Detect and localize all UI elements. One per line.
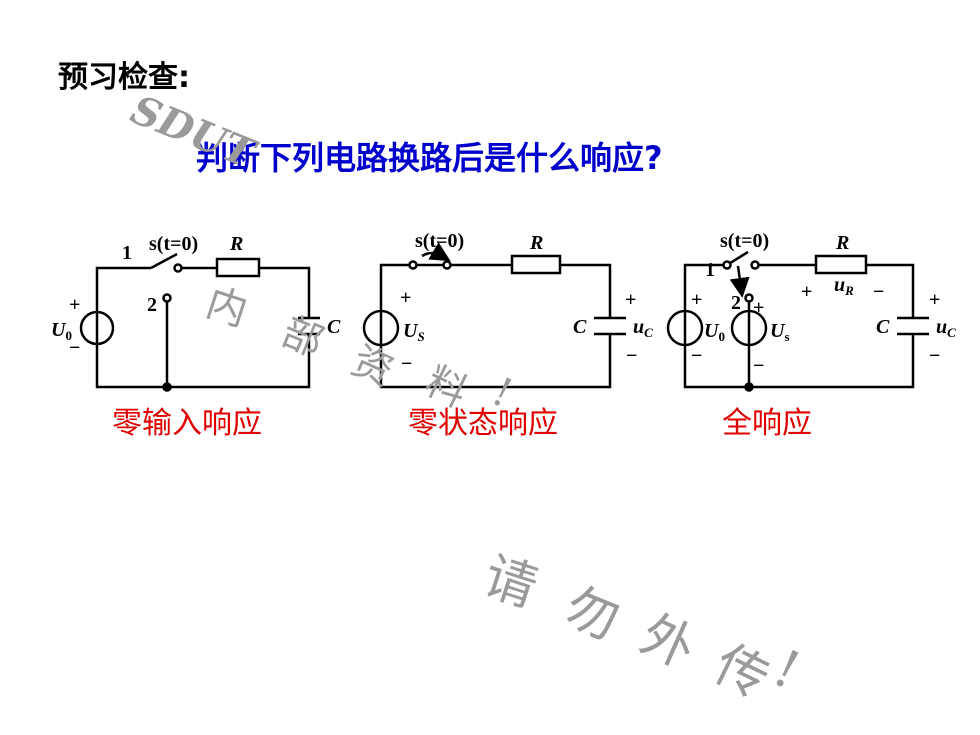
c3-vc-minus: − <box>929 345 940 367</box>
circuit-3-wires <box>683 250 929 389</box>
circuit-2-wires <box>379 263 626 389</box>
c2-source-plus: + <box>400 287 411 309</box>
c3-src1-minus: − <box>691 345 702 367</box>
c3-vc-plus: + <box>929 289 940 311</box>
caption-full-response: 全响应 <box>722 406 812 441</box>
question-text: 判断下列电路换路后是什么响应? <box>196 139 663 177</box>
caption-zero-state: 零状态响应 <box>408 406 558 441</box>
c3-src1-plus: + <box>691 289 702 311</box>
c1-source-label: U0 <box>51 319 72 343</box>
c2-source-minus: − <box>401 353 412 375</box>
c2-resistor-label: R <box>529 232 543 254</box>
c2-capacitor-label: C <box>573 316 587 338</box>
c2-switch-label: s(t=0) <box>415 230 464 252</box>
c3-pos2-label: 2 <box>731 292 741 314</box>
c1-pos2-label: 2 <box>147 294 157 316</box>
c1-resistor-label: R <box>229 233 243 255</box>
c3-src2-plus: + <box>753 297 764 319</box>
c2-vc-label: uC <box>633 316 653 340</box>
c2-source-label: US <box>403 320 425 344</box>
resistor-2 <box>510 254 562 275</box>
c3-src2-minus: − <box>753 355 764 377</box>
c3-ur-minus: − <box>873 281 884 303</box>
c1-pos1-label: 1 <box>122 242 132 264</box>
page-heading: 预习检查: <box>58 60 190 95</box>
c2-vc-minus: − <box>626 345 637 367</box>
circuit-1-wires <box>95 252 320 389</box>
c3-ur-plus: + <box>801 281 812 303</box>
c3-ur-label: uR <box>834 274 854 298</box>
c1-switch-label: s(t=0) <box>149 233 198 255</box>
c1-capacitor-label: C <box>327 316 341 338</box>
c3-switch-label: s(t=0) <box>720 230 769 252</box>
c3-src1-label: U0 <box>704 320 725 344</box>
caption-zero-input: 零输入响应 <box>112 406 262 441</box>
c3-pos1-label: 1 <box>705 259 715 281</box>
c2-vc-plus: + <box>625 289 636 311</box>
resistor-1 <box>215 257 261 278</box>
c1-source-plus: + <box>69 294 80 316</box>
c1-source-minus: − <box>69 337 80 359</box>
c3-src2-label: Us <box>770 320 790 344</box>
resistor-3 <box>814 254 868 275</box>
c3-capacitor-label: C <box>876 316 890 338</box>
c3-vc-label: uC <box>936 316 956 340</box>
c3-resistor-label: R <box>835 232 849 254</box>
